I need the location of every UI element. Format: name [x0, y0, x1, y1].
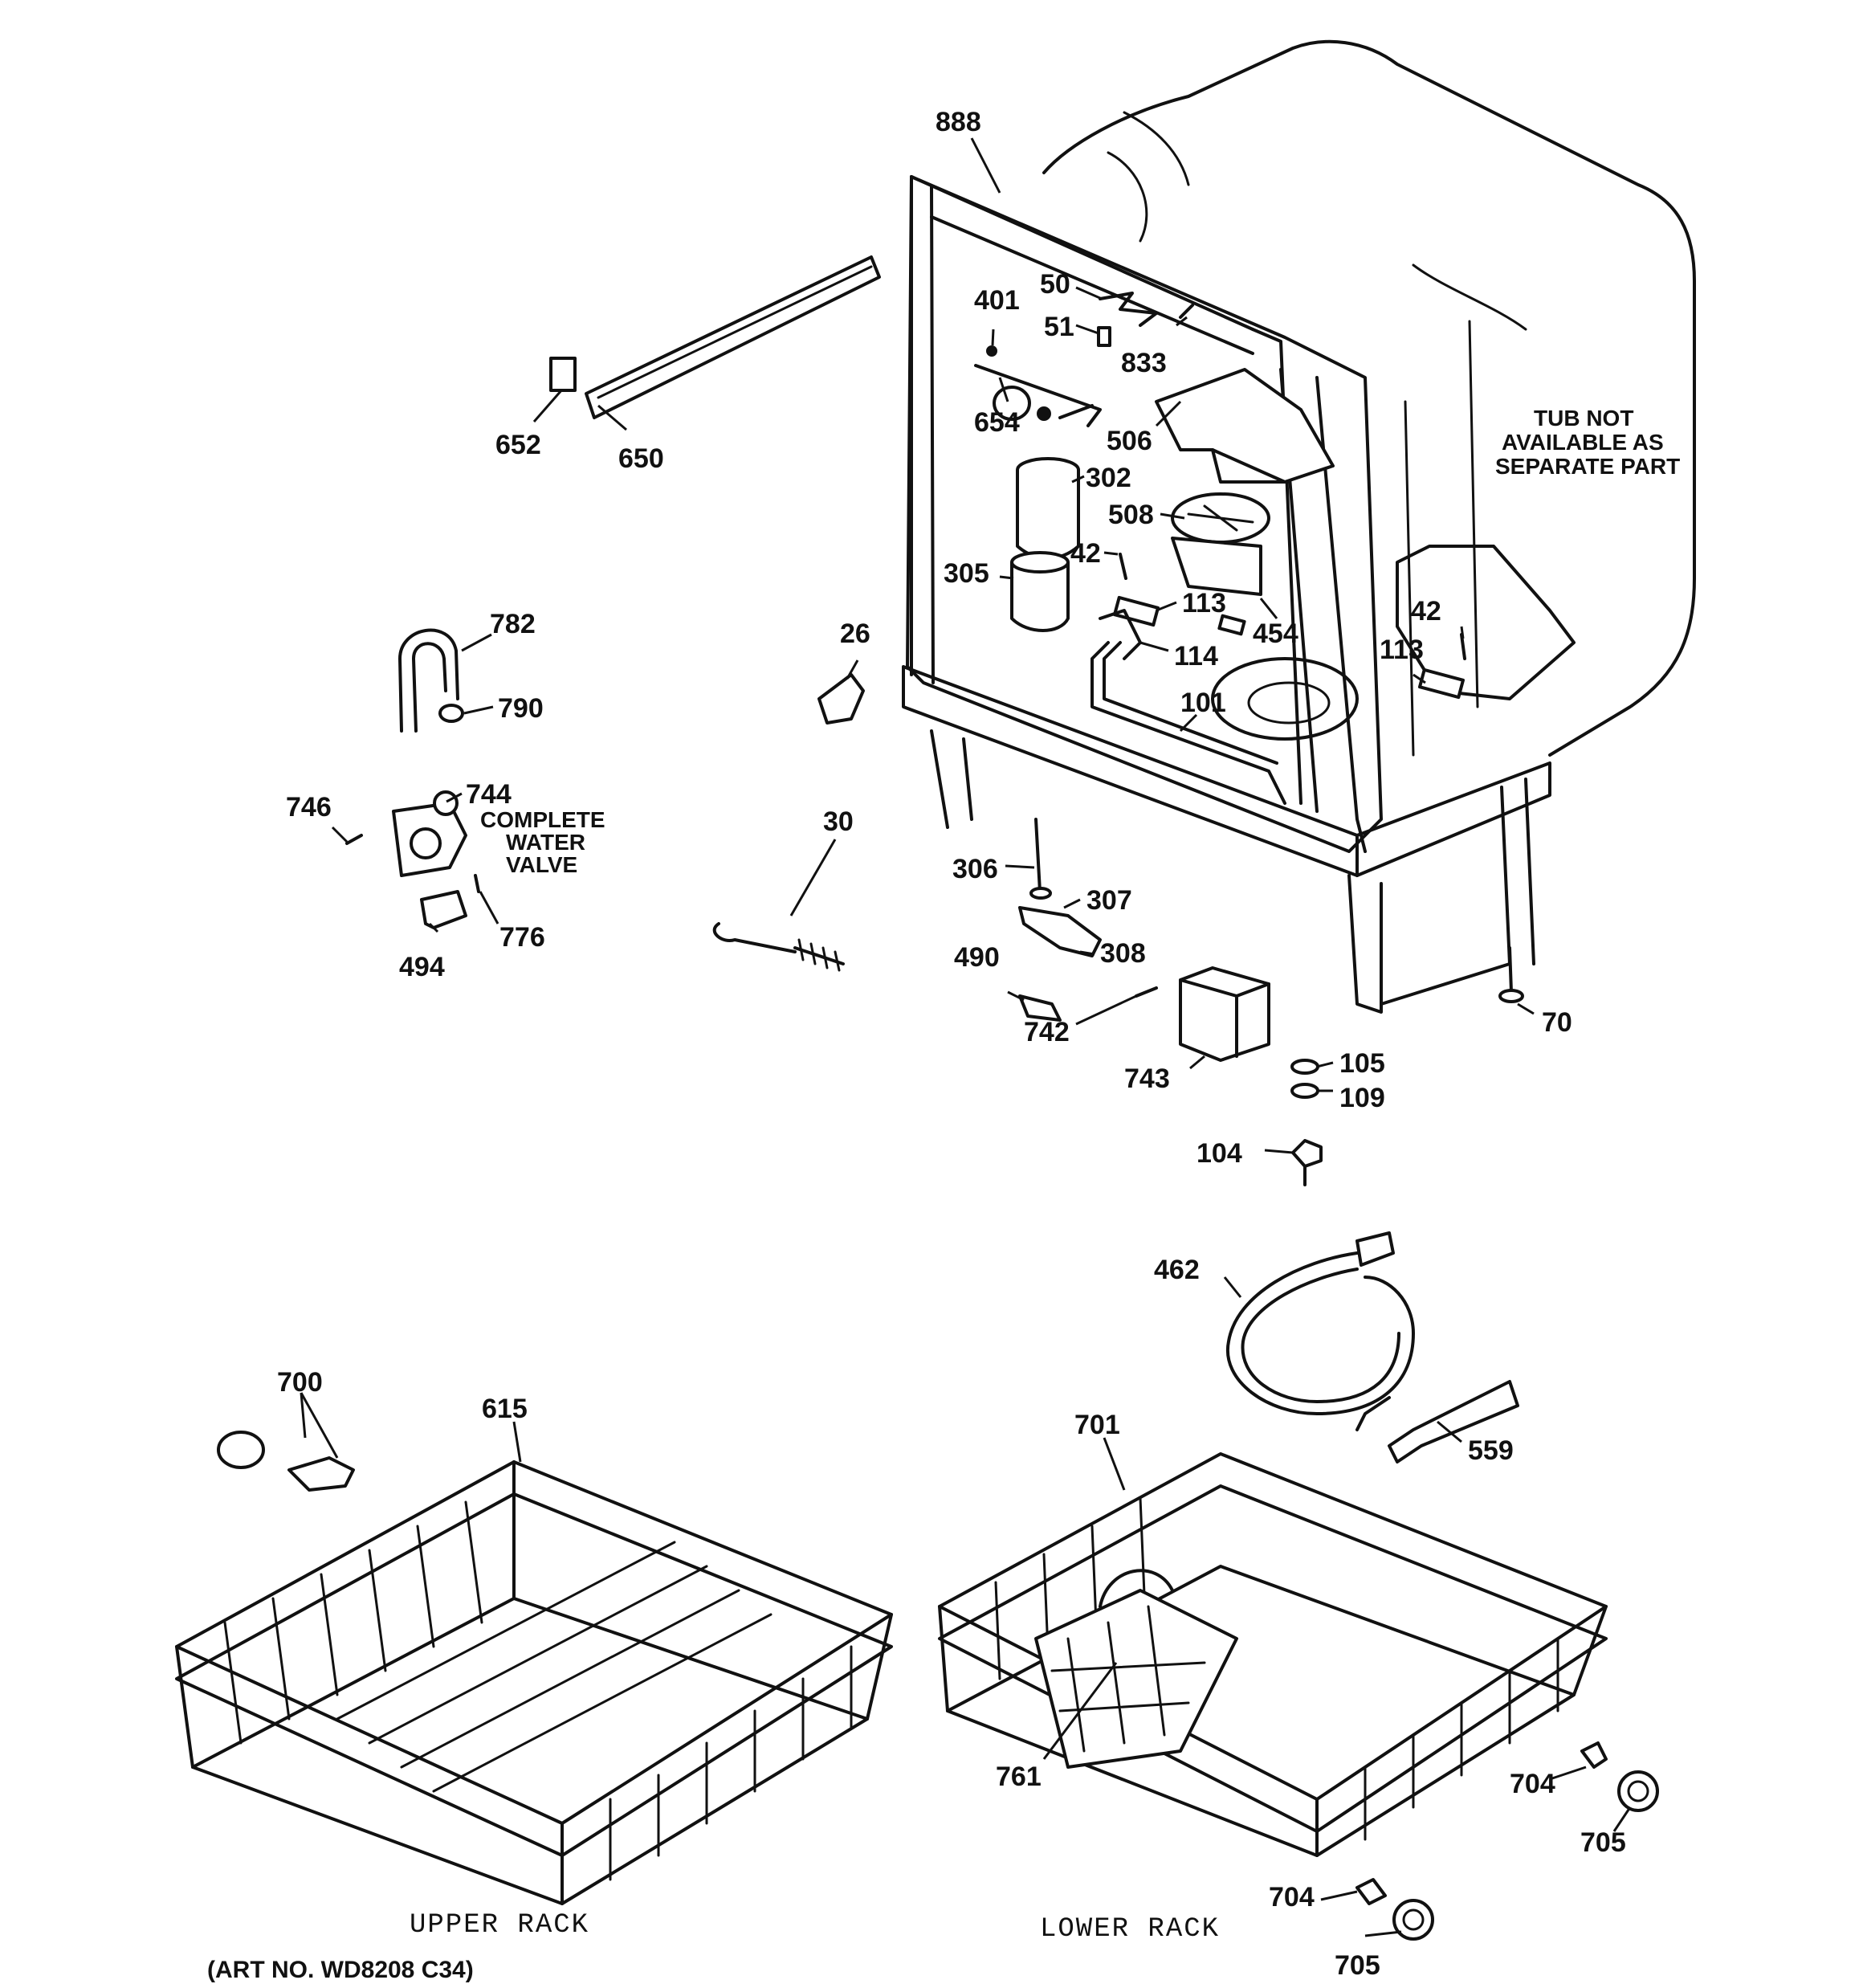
label-401: 401: [974, 285, 1020, 316]
valve-note-line-1: COMPLETE: [480, 807, 605, 832]
tub-note-line-1: TUB NOT: [1534, 406, 1633, 431]
label-701: 701: [1074, 1410, 1120, 1440]
label-109: 109: [1339, 1083, 1385, 1113]
label-888: 888: [936, 107, 981, 137]
label-26: 26: [840, 618, 870, 649]
label-776: 776: [499, 922, 545, 953]
tub-note-line-2: AVAILABLE AS: [1502, 430, 1664, 455]
label-104: 104: [1196, 1138, 1242, 1169]
label-615: 615: [482, 1394, 528, 1424]
label-652: 652: [495, 430, 541, 460]
label-114: 114: [1174, 641, 1218, 672]
label-833: 833: [1121, 348, 1167, 378]
valve-note: COMPLETE WATER VALVE: [480, 807, 605, 877]
label-790: 790: [498, 693, 544, 724]
tub-assembly: [902, 39, 1696, 1014]
label-494: 494: [399, 952, 445, 982]
label-704b: 704: [1269, 1882, 1315, 1912]
label-650: 650: [618, 443, 664, 474]
upper-rack-caption: UPPER RACK: [410, 1910, 589, 1941]
label-462: 462: [1154, 1255, 1200, 1285]
label-51: 51: [1044, 312, 1074, 342]
label-113b: 113: [1380, 635, 1424, 665]
label-744: 744: [466, 779, 512, 810]
label-30: 30: [823, 806, 854, 837]
label-305: 305: [944, 558, 989, 589]
label-42b: 42: [1411, 596, 1441, 627]
label-105: 105: [1339, 1048, 1385, 1079]
tub-components: [974, 292, 1466, 700]
label-101: 101: [1180, 688, 1226, 718]
label-705b: 705: [1335, 1950, 1380, 1981]
tub-note: TUB NOT AVAILABLE AS SEPARATE PART: [1495, 406, 1680, 479]
label-700: 700: [277, 1367, 323, 1398]
label-306: 306: [952, 854, 998, 884]
label-42a: 42: [1070, 538, 1101, 569]
tub-note-line-3: SEPARATE PART: [1495, 454, 1680, 479]
label-743: 743: [1124, 1063, 1170, 1094]
label-559: 559: [1468, 1435, 1514, 1466]
lower-rack: [938, 1452, 1659, 1941]
left-parts: [345, 255, 881, 972]
label-508: 508: [1108, 500, 1154, 530]
valve-note-line-2: WATER: [506, 830, 585, 855]
lower-rack-caption: LOWER RACK: [1040, 1914, 1220, 1945]
label-454: 454: [1253, 618, 1298, 649]
bottom-parts: [1018, 818, 1524, 1186]
label-705a: 705: [1580, 1827, 1626, 1858]
label-506: 506: [1107, 426, 1152, 456]
label-704a: 704: [1510, 1769, 1555, 1799]
part-labels: 888 50 401 51 833 652 650 654 506 302 50…: [277, 107, 1626, 1981]
label-654: 654: [974, 407, 1020, 438]
label-113a: 113: [1182, 588, 1226, 618]
drain-hoses: [1225, 1231, 1519, 1463]
valve-note-line-3: VALVE: [506, 852, 577, 877]
leader-lines: [300, 137, 1632, 1937]
label-490: 490: [954, 942, 1000, 973]
label-50: 50: [1040, 269, 1070, 300]
label-308: 308: [1100, 938, 1146, 969]
label-302: 302: [1086, 463, 1131, 493]
art-number: (ART NO. WD8208 C34): [207, 1957, 474, 1983]
label-307: 307: [1086, 885, 1132, 916]
label-761: 761: [996, 1761, 1042, 1792]
label-70: 70: [1542, 1007, 1572, 1038]
label-782: 782: [490, 609, 536, 639]
upper-rack: [175, 1431, 893, 1905]
label-742: 742: [1024, 1017, 1070, 1047]
label-746: 746: [286, 792, 332, 823]
